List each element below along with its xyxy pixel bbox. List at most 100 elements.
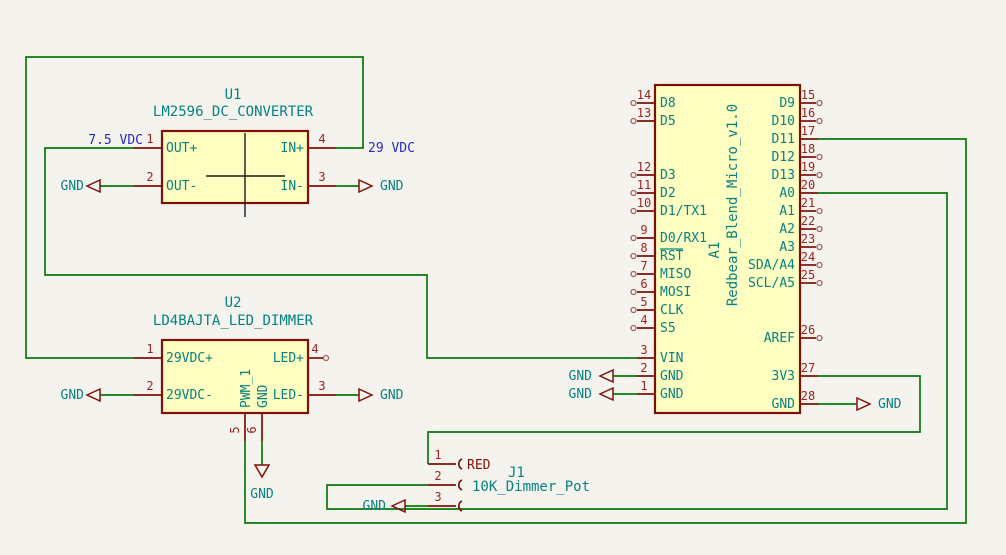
- a1-pin-rst[interactable]: 8 RST: [630, 241, 684, 264]
- u2-component[interactable]: U2 LD4BAJTA_LED_DIMMER 1 29VDC+ 2 29VDC-…: [134, 295, 336, 441]
- wire-a0-pot[interactable]: [326, 192, 948, 510]
- gnd-flag-u1-left[interactable]: GND: [61, 178, 134, 194]
- a1-pin-a2[interactable]: 22 A2: [779, 214, 823, 237]
- wire-color-label-red: RED: [467, 458, 491, 473]
- pin-number: 11: [637, 178, 651, 192]
- a1-pin-a1[interactable]: 21 A1: [779, 196, 823, 219]
- pin-name: SCL/A5: [748, 276, 795, 291]
- pin-number: 5: [640, 295, 647, 309]
- net-label-7v5vdc[interactable]: 7.5 VDC: [88, 133, 143, 148]
- pin-number: 16: [801, 106, 815, 120]
- j1-connector[interactable]: 1 2 3 J1 10K_Dimmer_Pot RED: [428, 448, 590, 512]
- a1-pin-d12[interactable]: 18 D12: [772, 142, 823, 165]
- j1-pin-1[interactable]: 1: [428, 448, 463, 470]
- gnd-arrow-right-icon: [358, 178, 374, 194]
- a1-pin-d5[interactable]: 13 D5: [630, 106, 676, 129]
- pin-name: OUT+: [166, 141, 197, 156]
- a1-pin-gnd28[interactable]: 28 GND: [772, 389, 818, 412]
- pin-number: 8: [640, 241, 647, 255]
- a1-pin-d8[interactable]: 14 D8: [630, 88, 676, 111]
- a1-pin-d9[interactable]: 15 D9: [779, 88, 823, 111]
- gnd-flag-a1-pin28[interactable]: GND: [818, 396, 902, 412]
- gnd-flag-u2-bottom[interactable]: GND: [250, 441, 274, 502]
- gnd-flag-u1-right[interactable]: GND: [336, 178, 404, 194]
- a1-pin-a3[interactable]: 23 A3: [779, 232, 823, 255]
- no-connect-circle: [630, 288, 637, 296]
- pin-name: SDA/A4: [748, 258, 795, 273]
- pin-name: A1: [779, 204, 795, 219]
- u2-pin-2[interactable]: 2 29VDC-: [134, 379, 213, 403]
- u1-pin-3[interactable]: 3 IN-: [281, 170, 336, 194]
- u2-pin-4[interactable]: 4 LED+: [273, 342, 330, 366]
- a1-component[interactable]: A1 Redbear_Blend_Micro_v1.0 14 D8 13 D5 …: [630, 83, 823, 415]
- a1-pin-gnd1[interactable]: 1 GND: [637, 379, 684, 402]
- u1-pin-2[interactable]: 2 OUT-: [134, 170, 197, 194]
- a1-pin-d10[interactable]: 16 D10: [772, 106, 823, 129]
- gnd-flag-u2-left[interactable]: GND: [61, 387, 134, 403]
- wires: [25, 56, 967, 524]
- u1-pin-4[interactable]: 4 IN+: [281, 132, 336, 156]
- pin-number: 1: [146, 342, 153, 356]
- gnd-flag-j1-pin3[interactable]: GND: [363, 498, 428, 514]
- a1-pin-sda-a4[interactable]: 24 SDA/A4: [748, 250, 823, 273]
- u2-pin-5[interactable]: 5 PWM_1: [228, 369, 254, 441]
- j1-pin-2[interactable]: 2: [428, 469, 463, 491]
- no-connect-circle: [816, 261, 823, 269]
- a1-pin-s5[interactable]: 4 S5: [630, 313, 676, 336]
- pin-number: 5: [228, 426, 242, 433]
- a1-pin-d2[interactable]: 11 D2: [630, 178, 676, 201]
- wire-7v5vdc[interactable]: [44, 147, 637, 359]
- u2-pin-6[interactable]: 6 GND: [245, 384, 271, 441]
- u1-pin-1[interactable]: 1 OUT+: [134, 132, 197, 156]
- pin-name: D8: [660, 96, 676, 111]
- a1-pin-d3[interactable]: 12 D3: [630, 160, 676, 183]
- no-connect-circle: [322, 354, 330, 362]
- gnd-flag-u2-right[interactable]: GND: [336, 387, 404, 403]
- a1-pin-d1-tx1[interactable]: 10 D1/TX1: [630, 196, 707, 219]
- wire-pwm-d11[interactable]: [244, 138, 967, 524]
- pin-name: GND: [772, 397, 796, 412]
- a1-pin-d13[interactable]: 19 D13: [772, 160, 823, 183]
- pin-name: A0: [779, 186, 795, 201]
- gnd-label: GND: [380, 179, 404, 194]
- a1-pin-aref[interactable]: 26 AREF: [764, 323, 823, 346]
- a1-pin-vin[interactable]: 3 VIN: [637, 343, 683, 366]
- u2-pin-1[interactable]: 1 29VDC+: [134, 342, 213, 366]
- j1-pin-3[interactable]: 3: [428, 490, 463, 512]
- j1-value: 10K_Dimmer_Pot: [472, 479, 590, 495]
- u1-value: LM2596_DC_CONVERTER: [153, 104, 314, 120]
- wire-3v3-pot[interactable]: [427, 375, 921, 464]
- a1-pin-3v3[interactable]: 27 3V3: [772, 361, 818, 384]
- a1-pin-d0-rx1[interactable]: 9 D0/RX1: [630, 223, 707, 246]
- u1-component[interactable]: U1 LM2596_DC_CONVERTER 1 OUT+ 2 OUT- 4 I…: [134, 87, 336, 217]
- pin-number: 14: [637, 88, 651, 102]
- pin-name: CLK: [660, 303, 684, 318]
- u2-body[interactable]: [160, 338, 310, 415]
- pin-name: GND: [660, 369, 684, 384]
- pin-name: MISO: [660, 267, 691, 282]
- a1-pin-gnd2[interactable]: 2 GND: [637, 361, 684, 384]
- a1-pin-d11[interactable]: 17 D11: [772, 124, 818, 147]
- gnd-flag-a1-pin2[interactable]: GND: [569, 368, 637, 384]
- a1-pin-a0[interactable]: 20 A0: [779, 178, 818, 201]
- gnd-arrow-left-icon: [85, 387, 101, 403]
- pin-name: IN+: [281, 141, 305, 156]
- a1-pin-mosi[interactable]: 6 MOSI: [630, 277, 691, 300]
- u2-pin-3[interactable]: 3 LED-: [273, 379, 336, 403]
- pin-number: 17: [801, 124, 815, 138]
- a1-pin-clk[interactable]: 5 CLK: [630, 295, 684, 318]
- pin-number: 15: [801, 88, 815, 102]
- pin-number: 19: [801, 160, 815, 174]
- gnd-arrow-left-icon: [598, 386, 614, 402]
- u1-body[interactable]: [160, 129, 310, 205]
- wire-29vdc[interactable]: [25, 56, 364, 359]
- pin-number: 23: [801, 232, 815, 246]
- net-label-29vdc[interactable]: 29 VDC: [368, 141, 415, 156]
- gnd-flag-a1-pin1[interactable]: GND: [569, 386, 637, 402]
- a1-pin-scl-a5[interactable]: 25 SCL/A5: [748, 268, 823, 291]
- pin-name: VIN: [660, 351, 683, 366]
- pin-number: 2: [146, 170, 153, 184]
- a1-pin-miso[interactable]: 7 MISO: [630, 259, 691, 282]
- pin-name: D2: [660, 186, 676, 201]
